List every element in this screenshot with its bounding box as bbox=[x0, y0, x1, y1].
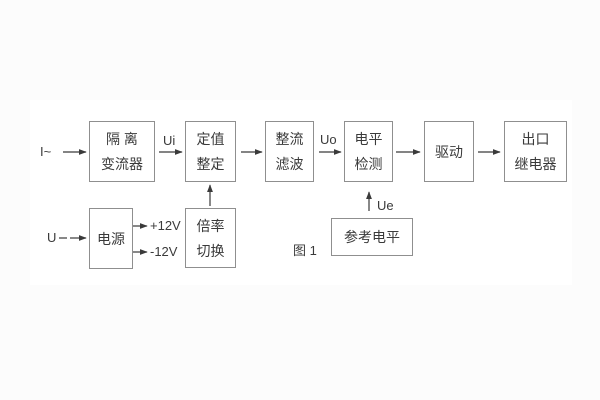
block-setpoint-adjust: 定值 整定 bbox=[185, 121, 236, 182]
block-label: 定值 bbox=[196, 131, 225, 147]
block-label: 出口 bbox=[521, 131, 550, 147]
block-label: 倍率 bbox=[196, 217, 225, 234]
label-ue-signal: Ue bbox=[377, 198, 394, 213]
label-ui-signal: Ui bbox=[163, 133, 176, 148]
block-label: 驱动 bbox=[435, 143, 463, 160]
block-label: 电源 bbox=[97, 230, 125, 247]
block-label: 隔 离 bbox=[106, 131, 138, 147]
label-minus-12v: -12V bbox=[150, 244, 178, 259]
block-label: 滤波 bbox=[275, 156, 304, 172]
block-label: 整流 bbox=[275, 131, 304, 147]
block-label: 整定 bbox=[196, 156, 225, 172]
label-plus-12v: +12V bbox=[150, 218, 181, 233]
block-isolation-transformer: 隔 离 变流器 bbox=[89, 121, 155, 182]
block-level-detect: 电平 检测 bbox=[344, 121, 393, 182]
block-ratio-switch: 倍率 切换 bbox=[185, 208, 236, 268]
label-uo-signal: Uo bbox=[320, 132, 337, 147]
block-label: 电平 bbox=[354, 131, 383, 147]
block-rectifier-filter: 整流 滤波 bbox=[265, 121, 314, 182]
block-label: 参考电平 bbox=[344, 229, 400, 245]
block-reference-level: 参考电平 bbox=[331, 218, 413, 256]
figure-caption: 图 1 bbox=[293, 243, 317, 258]
block-output-relay: 出口 继电器 bbox=[504, 121, 567, 182]
block-label: 继电器 bbox=[514, 156, 557, 172]
block-drive: 驱动 bbox=[424, 121, 474, 182]
block-label: 切换 bbox=[196, 242, 225, 259]
label-input-current: I~ bbox=[40, 144, 52, 159]
block-power-supply: 电源 bbox=[89, 208, 133, 269]
block-label: 变流器 bbox=[101, 156, 143, 172]
block-label: 检测 bbox=[354, 156, 383, 172]
label-input-voltage: U bbox=[47, 230, 57, 245]
